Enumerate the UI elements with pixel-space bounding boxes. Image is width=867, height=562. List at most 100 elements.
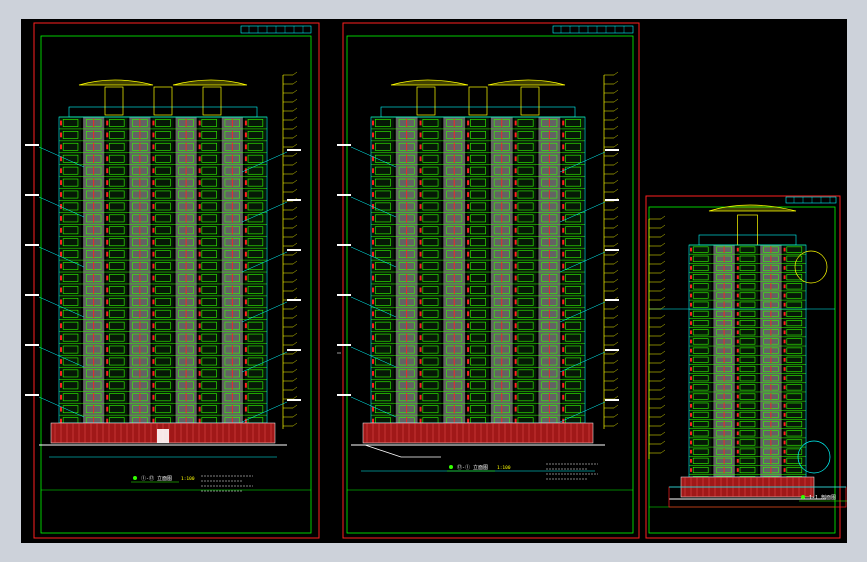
window (786, 375, 803, 382)
inner-frame (346, 35, 634, 534)
window (739, 356, 756, 363)
window (155, 166, 171, 175)
balcony-mark (783, 256, 786, 261)
window (470, 178, 486, 187)
window (109, 250, 125, 259)
balcony-mark (372, 239, 374, 245)
balcony-mark (783, 302, 786, 307)
leader-line (241, 401, 288, 423)
balcony-mark (244, 144, 247, 150)
balcony-mark (736, 413, 739, 417)
balcony-mark (467, 287, 470, 293)
leader-tag (605, 399, 619, 401)
window (155, 131, 171, 139)
facade-bay (783, 245, 805, 477)
window (470, 286, 486, 294)
balcony-mark (106, 144, 109, 150)
window (201, 131, 217, 139)
window (374, 369, 391, 378)
level-symbol (292, 251, 298, 256)
balcony-mark (60, 180, 62, 185)
window (62, 226, 79, 235)
leader-tag (287, 249, 301, 251)
leader-line (241, 151, 288, 173)
leader-tag (287, 199, 301, 201)
level-symbol (613, 314, 619, 319)
window (739, 264, 756, 272)
level-symbol (660, 332, 666, 337)
balcony-mark (419, 120, 422, 126)
window (374, 226, 391, 235)
window (422, 238, 439, 247)
balcony-mark (152, 120, 155, 126)
window (247, 369, 264, 378)
window (739, 310, 756, 317)
window (517, 405, 534, 414)
leader-line (38, 196, 85, 218)
balcony-mark (690, 348, 692, 353)
window (109, 131, 125, 139)
balcony-mark (198, 263, 201, 269)
balcony-mark (60, 227, 62, 233)
window (201, 381, 217, 390)
window (201, 238, 217, 247)
level-symbol (660, 350, 666, 355)
balcony-mark (106, 323, 109, 329)
balcony-mark (244, 311, 247, 317)
balcony-mark (467, 323, 470, 329)
balcony-mark (690, 459, 692, 463)
window (517, 119, 534, 127)
balcony-mark (783, 459, 786, 463)
balcony-mark (372, 168, 374, 174)
leader-tag (337, 344, 351, 346)
window (155, 345, 171, 354)
balcony-mark (562, 311, 565, 317)
detail-callout (797, 440, 831, 474)
level-symbol (292, 350, 298, 355)
window (470, 357, 486, 366)
balcony-mark (562, 347, 565, 352)
balcony-mark (562, 323, 565, 329)
balcony-mark (419, 215, 422, 221)
window (786, 338, 803, 345)
window (786, 329, 803, 336)
level-symbol (660, 224, 666, 229)
balcony-mark (198, 251, 201, 257)
level-symbol (613, 215, 619, 220)
balcony-mark (244, 287, 247, 293)
level-symbol (292, 260, 298, 265)
facade-bay (244, 117, 266, 423)
window (786, 301, 803, 308)
building-elevation-b (351, 79, 605, 472)
window (155, 297, 171, 306)
level-symbol (660, 251, 666, 256)
window (62, 154, 79, 163)
window (786, 466, 803, 474)
balcony-mark (783, 266, 786, 270)
window (247, 297, 264, 306)
window (565, 166, 582, 175)
balcony-mark (60, 168, 62, 174)
balcony-mark (467, 299, 470, 305)
balcony-mark (372, 335, 374, 341)
window (786, 356, 803, 363)
balcony-mark (152, 144, 155, 150)
balcony-mark (244, 263, 247, 269)
notes-elevation-a (201, 475, 253, 492)
leader-line (559, 351, 606, 373)
window (692, 365, 709, 373)
balcony-mark (60, 323, 62, 329)
leader-line (559, 301, 606, 323)
window (470, 154, 486, 163)
leader-tag (605, 249, 619, 251)
window (786, 365, 803, 373)
balcony-mark (60, 275, 62, 281)
leader-line (350, 296, 397, 318)
level-symbol (292, 422, 298, 427)
balcony-mark (514, 215, 517, 221)
roof-tower (468, 86, 488, 116)
balcony-mark (106, 287, 109, 293)
